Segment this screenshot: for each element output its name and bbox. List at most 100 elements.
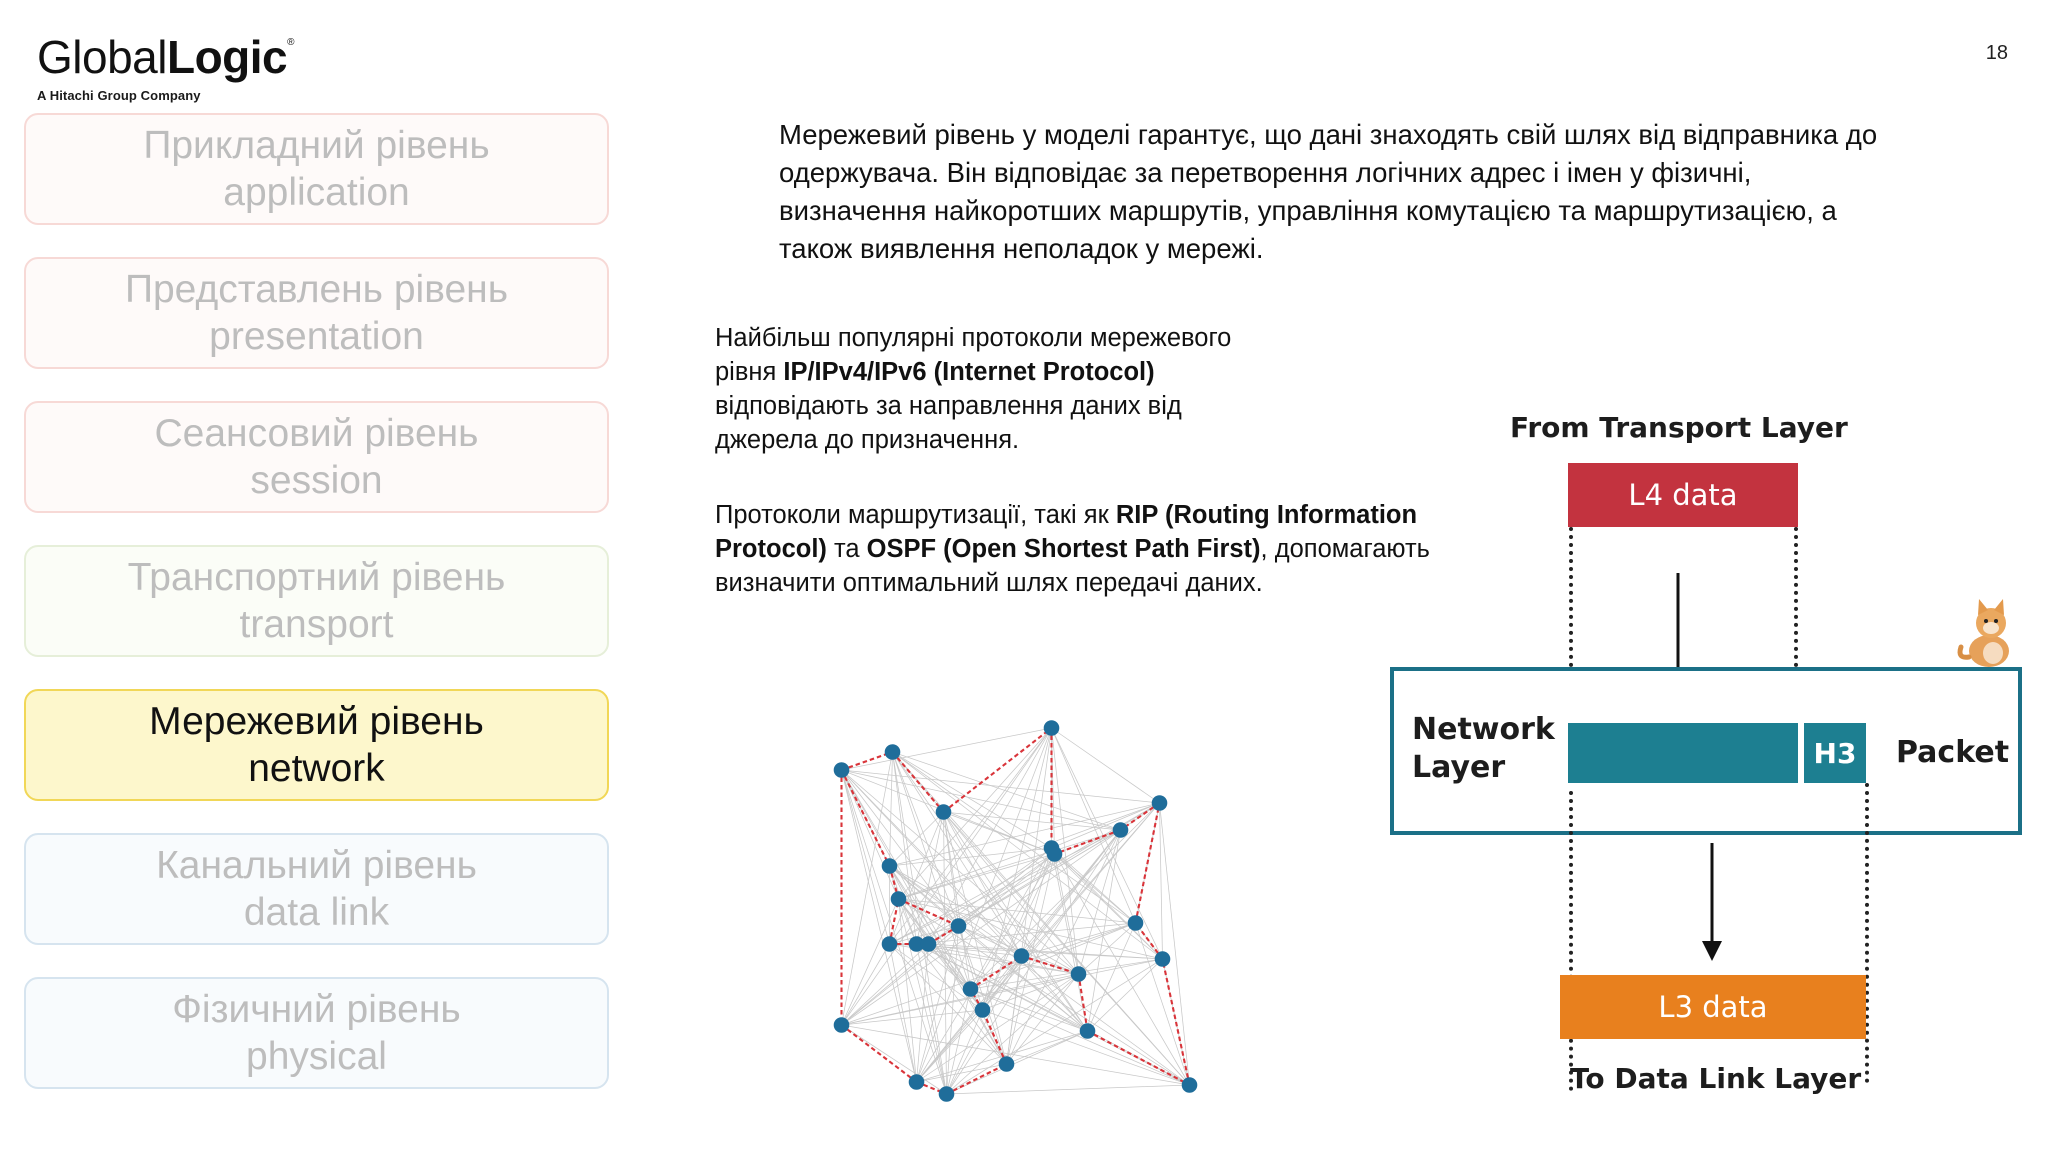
graph-edge (1051, 727, 1136, 924)
graph-edge (970, 847, 1052, 990)
layer-name: Канальний рівень (156, 844, 477, 887)
graph-edge (898, 898, 1190, 1086)
graph-edge (841, 898, 899, 1026)
graph-edge (1051, 727, 1079, 975)
graph-edge (841, 769, 1121, 831)
graph-edge (889, 943, 1007, 1065)
graph-edge (946, 958, 1163, 1095)
graph-edge (1051, 802, 1160, 849)
graph-node (881, 936, 898, 952)
packet-label: Packet (1896, 735, 2010, 770)
graph-node (833, 762, 850, 778)
layer-name: Представлень рівень (124, 268, 509, 311)
graph-path-edge (1087, 1030, 1190, 1086)
graph-edge (889, 811, 944, 945)
logo-mark: ® (287, 37, 295, 48)
graph-edge (892, 751, 947, 1095)
graph-node (998, 1056, 1015, 1072)
cat-icon (1957, 599, 2009, 667)
graph-edge (958, 925, 1088, 1032)
graph-edge (1051, 847, 1190, 1086)
graph-edge (916, 1063, 1007, 1083)
graph-edge (946, 829, 1121, 1095)
graph-path-edge (942, 727, 1053, 813)
l4-data-box: L4 data (1568, 463, 1798, 527)
graph-node (884, 744, 901, 760)
network-layer-label: Network Layer (1412, 712, 1555, 785)
graph-edge (889, 865, 1190, 1086)
graph-edge (889, 865, 1022, 957)
dotted-line-left-top (1569, 527, 1573, 707)
p1-text-2: відповідають за направлення даних від дж… (715, 392, 1182, 454)
graph-edge (898, 802, 1160, 900)
graph-edge (928, 727, 1052, 945)
graph-edge (916, 943, 1007, 1065)
layer-english: transport (239, 603, 394, 646)
logo-bold: Logic (166, 31, 288, 83)
graph-edge (889, 727, 1052, 945)
graph-node (1151, 795, 1168, 811)
graph-path-edge (1021, 954, 1079, 976)
graph-edge (943, 811, 1079, 975)
graph-edge (958, 925, 983, 1011)
layer-name: Мережевий рівень (149, 700, 484, 743)
graph-edge (841, 853, 1055, 1026)
graph-edge (946, 925, 959, 1095)
graph-edge (943, 811, 971, 990)
to-data-link-label: To Data Link Layer (1570, 1062, 1862, 1095)
graph-node (881, 858, 898, 874)
graph-path-edge (841, 751, 893, 771)
layer-name: Сеансовий рівень (154, 412, 479, 455)
graph-edge (841, 958, 1163, 1026)
graph-edge (841, 769, 1160, 804)
graph-path-edge (981, 1009, 1008, 1065)
graph-edge (970, 958, 1163, 990)
graph-edge (841, 1024, 947, 1095)
graph-edge (889, 943, 917, 1083)
graph-edge (841, 973, 1079, 1026)
graph-edge (898, 829, 1121, 900)
graph-path-edge (1054, 829, 1121, 855)
graph-edge (946, 1030, 1088, 1095)
graph-edge (1054, 853, 1163, 960)
graph-edge (970, 988, 1088, 1032)
graph-edge (943, 811, 1055, 855)
graph-edge (841, 769, 1079, 975)
graph-edge (982, 973, 1079, 1011)
layer-name: Прикладний рівень (143, 124, 490, 167)
graph-edge (898, 898, 929, 945)
graph-edge (841, 769, 983, 1011)
graph-path-edge (927, 925, 960, 945)
graph-edge (916, 811, 944, 945)
graph-edge (1159, 802, 1190, 1086)
graph-edge (889, 811, 944, 867)
layer-english: session (250, 459, 383, 502)
graph-edge (841, 751, 893, 1026)
graph-edge (841, 1009, 983, 1026)
graph-edge (916, 922, 1136, 945)
graph-path-edge (946, 1063, 1007, 1095)
graph-edge (970, 988, 1190, 1086)
graph-edge (1021, 922, 1136, 957)
graph-edge (946, 988, 971, 1095)
page-number: 18 (1985, 42, 2008, 64)
graph-edge (889, 802, 1160, 867)
graph-edge (1087, 922, 1136, 1032)
graph-node (1070, 966, 1087, 982)
graph-edge (916, 973, 1079, 1083)
graph-node (1013, 948, 1030, 964)
graph-edge (1006, 1030, 1088, 1065)
graph-node (920, 936, 937, 952)
graph-edge (892, 751, 917, 945)
graph-edge (841, 727, 1052, 771)
graph-edge (889, 925, 959, 945)
graph-edge (943, 811, 1007, 1065)
graph-edge (841, 943, 929, 1026)
